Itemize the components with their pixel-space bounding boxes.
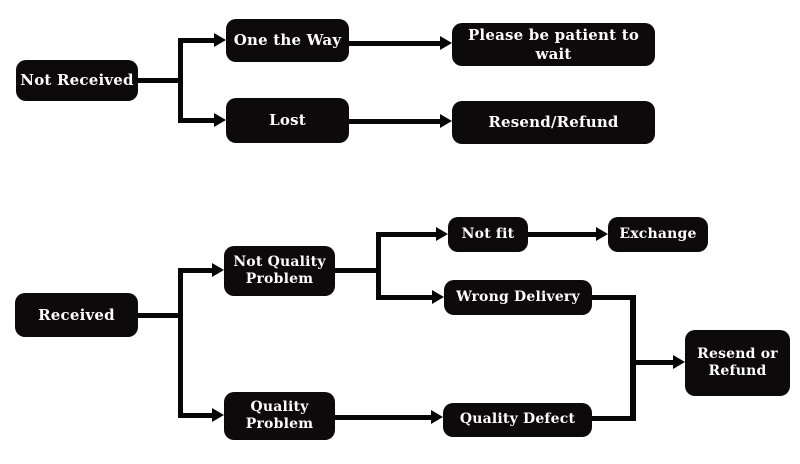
node-quality-problem: Quality Problem	[224, 392, 335, 440]
edge-to-lost	[178, 118, 216, 123]
node-received: Received	[15, 293, 138, 337]
arrowhead-icon	[596, 227, 608, 241]
node-not-quality-problem: Not Quality Problem	[224, 246, 335, 296]
edge-to-one-the-way	[178, 38, 216, 43]
arrowhead-icon	[212, 408, 224, 422]
node-quality-defect: Quality Defect	[443, 403, 592, 437]
edge-notfit-to-exchange	[528, 232, 597, 237]
edge-to-resend-or-refund	[630, 360, 674, 365]
arrowhead-icon	[436, 227, 448, 241]
edge-notreceived-stem	[138, 78, 183, 83]
edge-to-quality-problem	[178, 413, 214, 418]
arrowhead-icon	[214, 33, 226, 47]
edge-received-split	[178, 268, 183, 418]
edge-notreceived-split	[178, 38, 183, 123]
node-resend-refund: Resend/Refund	[452, 101, 655, 144]
edge-nqp-stem	[335, 268, 381, 273]
arrowhead-icon	[440, 114, 452, 128]
node-please-be-patient: Please be patient to wait	[452, 23, 655, 66]
arrowhead-icon	[212, 263, 224, 277]
arrowhead-icon	[432, 290, 444, 304]
node-wrong-delivery: Wrong Delivery	[444, 280, 592, 315]
node-resend-or-refund: Resend or Refund	[685, 330, 790, 396]
node-not-received: Not Received	[16, 60, 138, 101]
node-one-the-way: One the Way	[226, 19, 349, 62]
edge-to-wrong-delivery	[376, 295, 433, 300]
arrowhead-icon	[214, 113, 226, 127]
node-lost: Lost	[226, 98, 349, 143]
edge-wrong-delivery-merge	[592, 295, 636, 300]
edge-lost-to-resend	[349, 119, 441, 124]
edge-received-stem	[138, 313, 183, 318]
arrowhead-icon	[431, 410, 443, 424]
edge-one-the-way-to-wait	[349, 41, 441, 46]
edge-qp-to-quality-defect	[335, 415, 432, 420]
arrowhead-icon	[440, 36, 452, 50]
edge-nqp-split	[376, 232, 381, 300]
node-not-fit: Not fit	[448, 217, 528, 252]
node-exchange: Exchange	[608, 217, 708, 252]
arrowhead-icon	[673, 355, 685, 369]
edge-merge-vertical	[630, 295, 636, 421]
edge-quality-defect-merge	[592, 416, 636, 421]
edge-to-not-quality-problem	[178, 268, 214, 273]
edge-to-not-fit	[376, 232, 437, 237]
